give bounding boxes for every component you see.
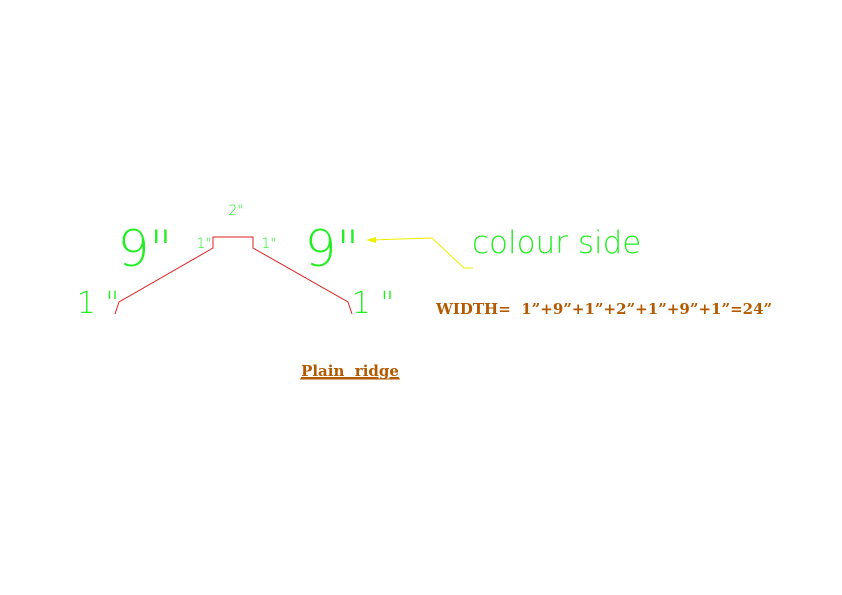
dimension-top-label: 2" bbox=[228, 203, 243, 219]
colour-side-leader-line bbox=[369, 237, 473, 269]
dimension-inner-left-label: 1" bbox=[196, 236, 211, 252]
drawing-title: Plain ridge bbox=[301, 362, 399, 380]
colour-side-annotation: colour side bbox=[472, 225, 641, 261]
dimension-slope-right-label: 9" bbox=[305, 220, 360, 278]
leader-arrowhead bbox=[366, 237, 376, 243]
dimension-slope-left-label: 9" bbox=[118, 220, 173, 278]
dimension-edge-right-label: 1 " bbox=[352, 286, 394, 321]
width-formula-label: WIDTH= 1”+9”+1”+2”+1”+9”+1”=24” bbox=[435, 300, 772, 318]
dimension-edge-left-label: 1 " bbox=[77, 286, 119, 321]
ridge-profile-line bbox=[114, 236, 353, 315]
dimension-inner-right-label: 1" bbox=[261, 236, 276, 252]
